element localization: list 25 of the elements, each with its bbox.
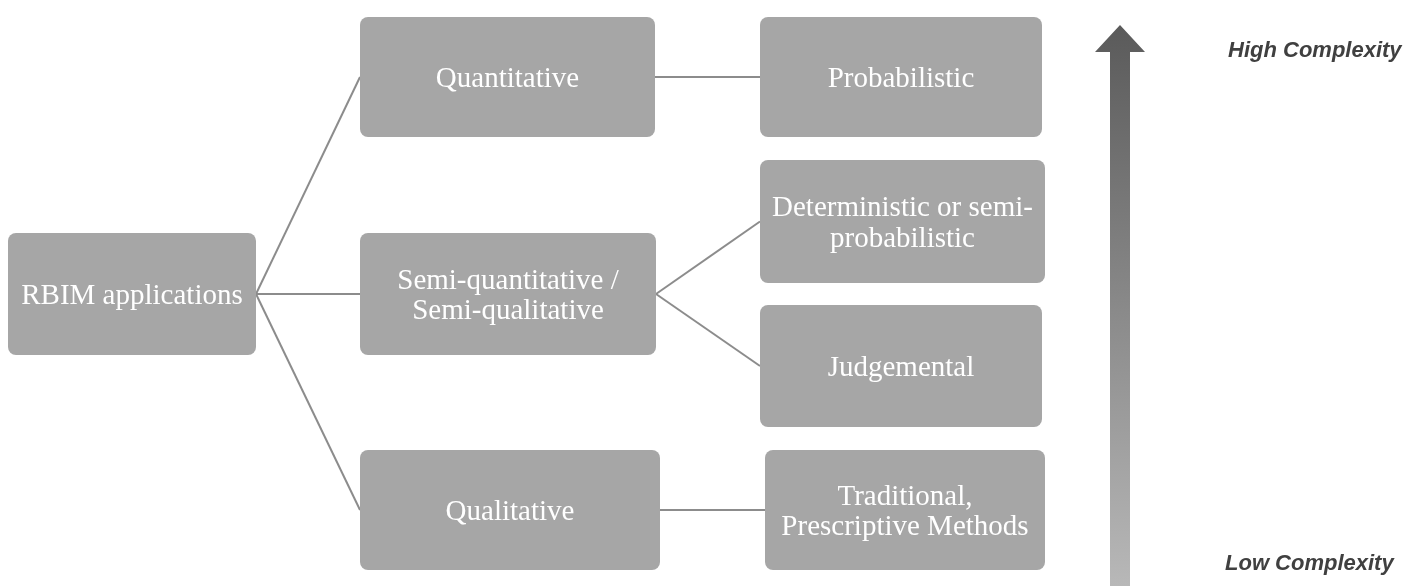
process-box	[760, 160, 1045, 283]
node-label: RBIM applications	[21, 278, 243, 310]
node-label: Probabilistic	[827, 61, 975, 93]
connector-line	[255, 76, 361, 295]
process-box	[760, 17, 1042, 137]
connector-line	[655, 220, 761, 295]
node-label: Quantitative	[435, 61, 580, 93]
connector-line	[659, 509, 766, 511]
process-box	[760, 305, 1042, 427]
node-label: Semi-quantitative / Semi-qualitative	[396, 263, 620, 325]
connector-line	[654, 76, 761, 78]
complexity-label: Low Complexity	[1225, 550, 1394, 576]
node-label: Qualitative	[445, 494, 575, 526]
node-label: Judgemental	[827, 350, 975, 382]
process-box	[360, 450, 660, 570]
connector-line	[655, 293, 761, 367]
node-label: Deterministic or semi-probabilistic	[771, 191, 1034, 252]
connector-line	[255, 293, 361, 511]
process-box	[360, 233, 656, 355]
process-box	[360, 17, 655, 137]
complexity-label: High Complexity	[1228, 37, 1402, 63]
process-box	[765, 450, 1045, 570]
connector-line	[255, 293, 361, 295]
process-box	[8, 233, 256, 355]
node-label: Traditional, Prescriptive Methods	[780, 479, 1030, 541]
